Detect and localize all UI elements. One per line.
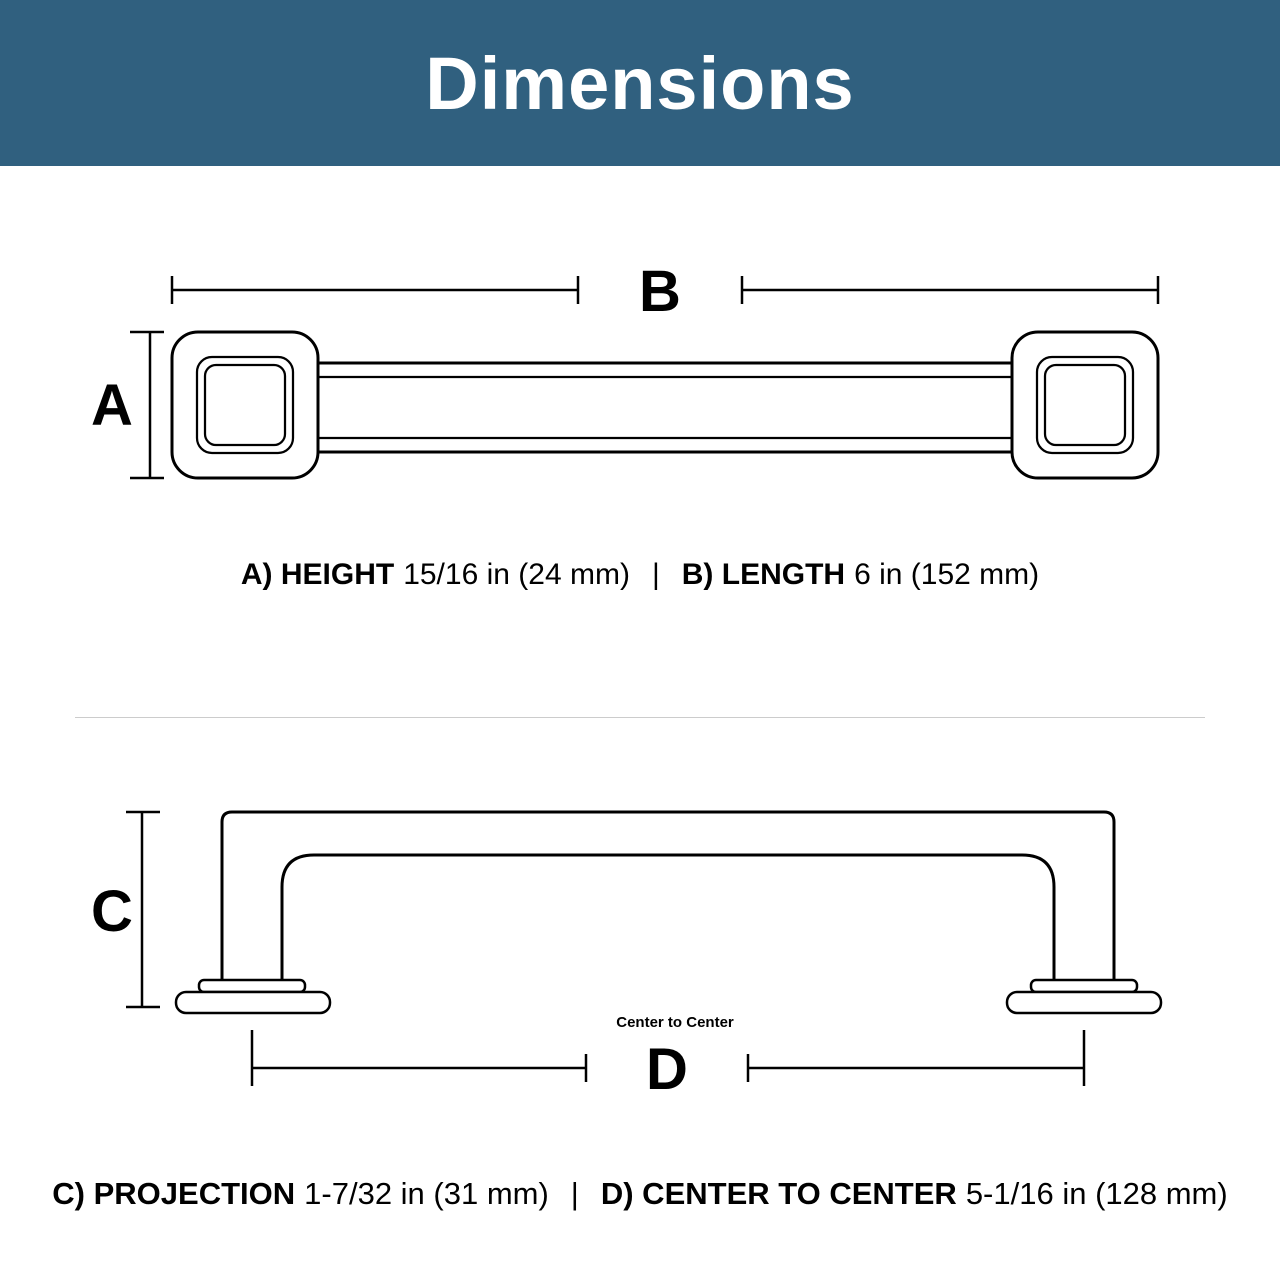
dimension-c-line: C xyxy=(91,810,160,1009)
side-view-diagram: C Center to Center D xyxy=(91,810,1163,1100)
caption-c-label: C) PROJECTION xyxy=(52,1176,296,1211)
front-view-diagram: B A xyxy=(91,259,1160,480)
dimension-b-line: B xyxy=(170,259,1160,324)
dimension-a-line: A xyxy=(91,330,164,480)
caption-separator-top: | xyxy=(651,558,660,591)
handle-inner-profile xyxy=(280,853,1056,990)
caption-a-label: A) HEIGHT xyxy=(240,558,395,591)
section-divider xyxy=(75,717,1205,718)
caption-d-label: D) CENTER TO CENTER xyxy=(600,1176,957,1211)
handle-right-base xyxy=(1005,978,1163,1015)
dimension-label-a: A xyxy=(91,373,133,438)
handle-left-base xyxy=(174,978,332,1015)
dimension-label-c: C xyxy=(91,879,133,944)
handle-right-foot xyxy=(1010,330,1160,480)
dimension-label-b: B xyxy=(639,259,681,324)
caption-a-value: 15/16 in (24 mm) xyxy=(403,558,630,591)
handle-left-foot xyxy=(170,330,320,480)
header-banner: Dimensions xyxy=(0,0,1280,166)
caption-separator-bottom: | xyxy=(570,1176,579,1211)
page-title: Dimensions xyxy=(425,41,855,125)
dimension-d-line: D xyxy=(250,1030,1086,1100)
handle-side-view xyxy=(174,810,1163,1015)
center-to-center-note: Center to Center xyxy=(616,1014,734,1031)
caption-d-value: 5-1/16 in (128 mm) xyxy=(965,1176,1228,1211)
caption-b-label: B) LENGTH xyxy=(681,558,846,591)
caption-c-value: 1-7/32 in (31 mm) xyxy=(304,1176,549,1211)
handle-outer-profile xyxy=(220,810,1116,990)
caption-b-value: 6 in (152 mm) xyxy=(854,558,1040,591)
dimension-label-d: D xyxy=(646,1037,688,1100)
handle-front-view xyxy=(170,330,1160,480)
